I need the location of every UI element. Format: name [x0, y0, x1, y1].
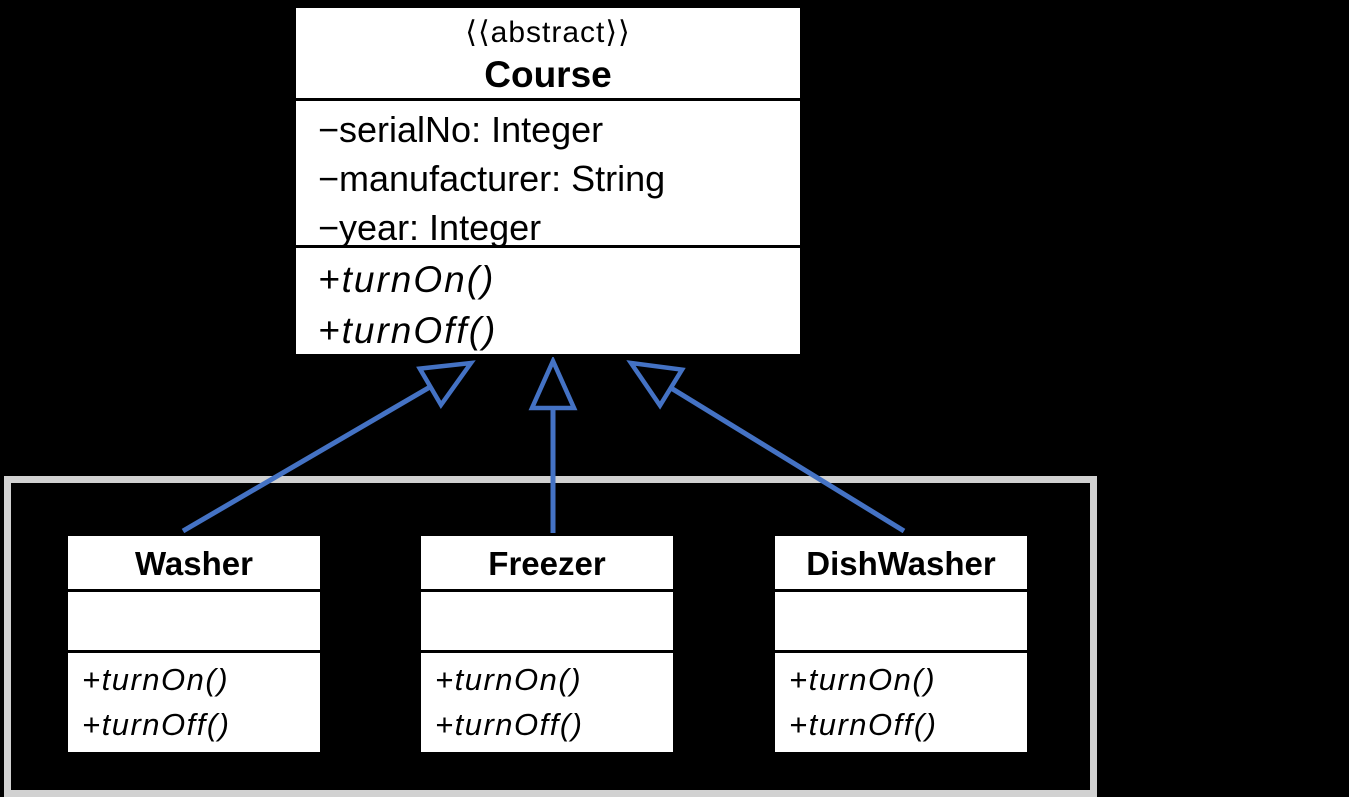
hollow-triangle-arrowhead [626, 360, 686, 410]
class-course-header: ⟨⟨abstract⟩⟩ Course [296, 8, 800, 101]
washer-class-name: Washer [68, 536, 320, 592]
washer-attributes-section [68, 592, 320, 653]
method-item: +turnOff() [318, 310, 498, 351]
class-course: ⟨⟨abstract⟩⟩ Course −serialNo: Integer −… [293, 5, 803, 357]
course-class-name: Course [484, 54, 612, 95]
method-item: +turnOn() [82, 662, 230, 697]
attribute-item: −year: Integer [318, 207, 542, 248]
hollow-triangle-arrowhead [528, 355, 578, 411]
method-item: +turnOff() [435, 707, 584, 742]
freezer-methods-section: +turnOn() +turnOff() [421, 653, 673, 752]
attribute-item: −serialNo: Integer [318, 109, 604, 150]
attribute-item: −manufacturer: String [318, 158, 666, 199]
dishwasher-attributes-section [775, 592, 1027, 653]
course-attributes-section: −serialNo: Integer −manufacturer: String… [296, 101, 800, 248]
course-methods-section: +turnOn() +turnOff() [296, 248, 800, 356]
dishwasher-methods-section: +turnOn() +turnOff() [775, 653, 1027, 752]
washer-methods-section: +turnOn() +turnOff() [68, 653, 320, 752]
method-item: +turnOff() [789, 707, 938, 742]
class-freezer: Freezer +turnOn() +turnOff() [418, 533, 676, 755]
hollow-triangle-arrowhead [416, 360, 476, 410]
dishwasher-class-name: DishWasher [775, 536, 1027, 592]
class-dishwasher: DishWasher +turnOn() +turnOff() [772, 533, 1030, 755]
freezer-class-name: Freezer [421, 536, 673, 592]
method-item: +turnOn() [435, 662, 583, 697]
method-item: +turnOff() [82, 707, 231, 742]
method-item: +turnOn() [789, 662, 937, 697]
method-item: +turnOn() [318, 259, 496, 300]
class-washer: Washer +turnOn() +turnOff() [65, 533, 323, 755]
course-stereotype: ⟨⟨abstract⟩⟩ [465, 16, 631, 49]
freezer-attributes-section [421, 592, 673, 653]
